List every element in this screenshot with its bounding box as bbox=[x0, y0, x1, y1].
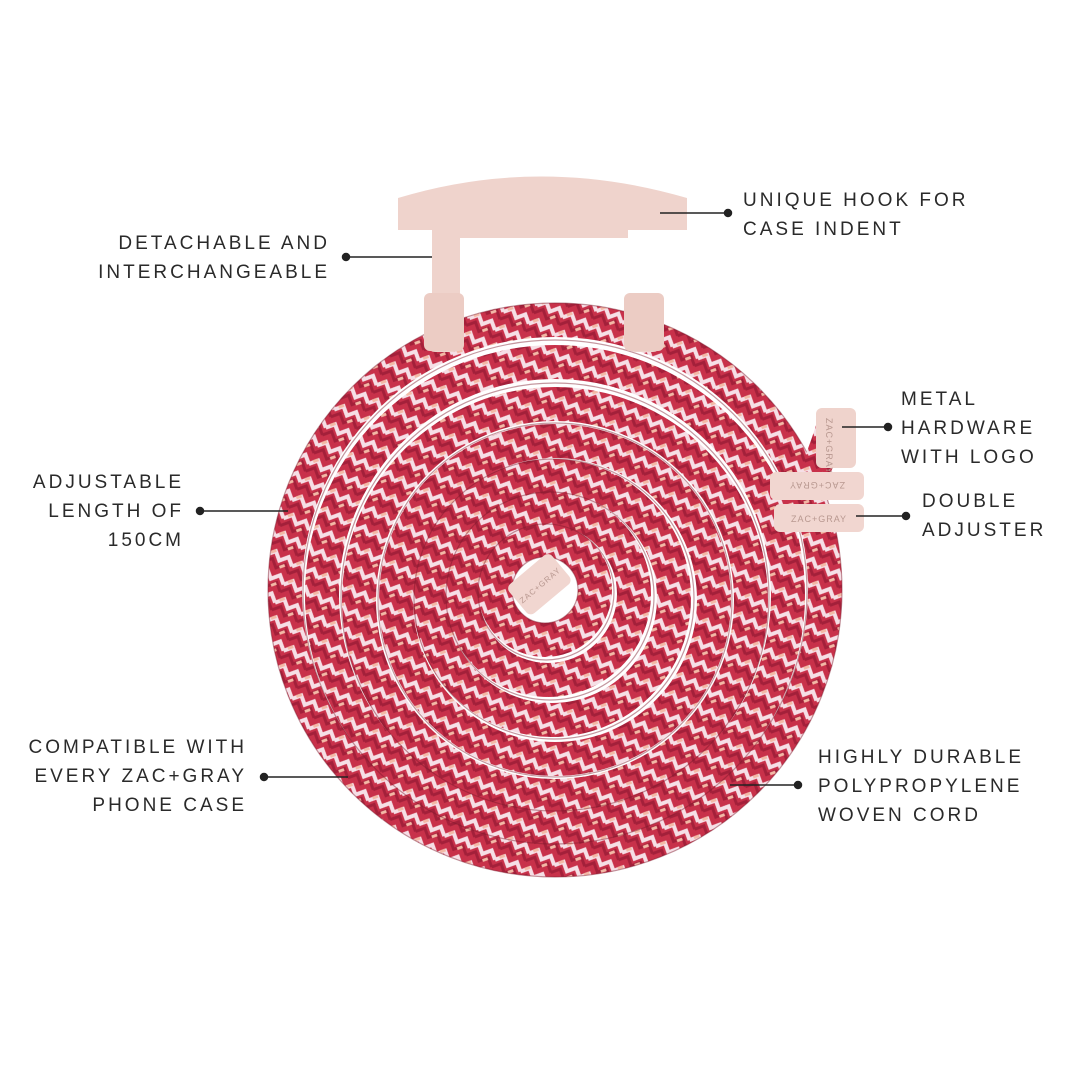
callout-adjustable-line-2: LENGTH OF bbox=[48, 501, 184, 522]
callout-hook: UNIQUE HOOK FOR CASE INDENT bbox=[743, 186, 969, 244]
callout-metal-line-3: WITH LOGO bbox=[901, 447, 1037, 468]
metal-end-cap: ZAC+GRAY bbox=[816, 408, 856, 474]
coiled-cord bbox=[267, 302, 850, 878]
double-adjuster: ZAC+GRAY ZAC+GRAY bbox=[770, 472, 864, 532]
callout-compatible-line-1: COMPATIBLE WITH bbox=[28, 737, 247, 758]
callout-double-line-2: ADJUSTER bbox=[922, 520, 1047, 541]
callout-adjustable-line-1: ADJUSTABLE bbox=[32, 472, 184, 493]
callout-durable-line-2: POLYPROPYLENE bbox=[818, 776, 1023, 797]
callout-hook-line-2: CASE INDENT bbox=[743, 219, 904, 240]
callout-metal: METAL HARDWARE WITH LOGO bbox=[901, 385, 1037, 472]
callout-durable: HIGHLY DURABLE POLYPROPYLENE WOVEN CORD bbox=[818, 743, 1024, 830]
callout-compatible-line-3: PHONE CASE bbox=[92, 795, 247, 816]
callout-metal-line-1: METAL bbox=[901, 389, 978, 410]
callout-adjustable-line-3: 150CM bbox=[107, 530, 184, 551]
callout-detachable-line-1: DETACHABLE AND bbox=[118, 233, 330, 254]
callout-adjustable: ADJUSTABLE LENGTH OF 150CM bbox=[33, 468, 184, 555]
callout-detachable: DETACHABLE AND INTERCHANGEABLE bbox=[98, 229, 330, 287]
callout-double: DOUBLE ADJUSTER bbox=[922, 487, 1046, 545]
callout-double-line-1: DOUBLE bbox=[922, 491, 1019, 512]
callout-compatible: COMPATIBLE WITH EVERY ZAC+GRAY PHONE CAS… bbox=[29, 733, 247, 820]
hook-hardware bbox=[398, 176, 687, 352]
callout-hook-line-1: UNIQUE HOOK FOR bbox=[743, 190, 969, 211]
leader-lines bbox=[195, 208, 911, 790]
callout-durable-line-1: HIGHLY DURABLE bbox=[818, 747, 1025, 768]
svg-text:ZAC+GRAY: ZAC+GRAY bbox=[791, 514, 847, 524]
callout-compatible-line-2: EVERY ZAC+GRAY bbox=[34, 766, 247, 787]
svg-text:ZAC+GRAY: ZAC+GRAY bbox=[789, 480, 845, 490]
callout-metal-line-2: HARDWARE bbox=[901, 418, 1036, 439]
svg-text:ZAC+GRAY: ZAC+GRAY bbox=[824, 418, 834, 474]
callout-detachable-line-2: INTERCHANGEABLE bbox=[98, 262, 330, 283]
callout-durable-line-3: WOVEN CORD bbox=[818, 805, 981, 826]
